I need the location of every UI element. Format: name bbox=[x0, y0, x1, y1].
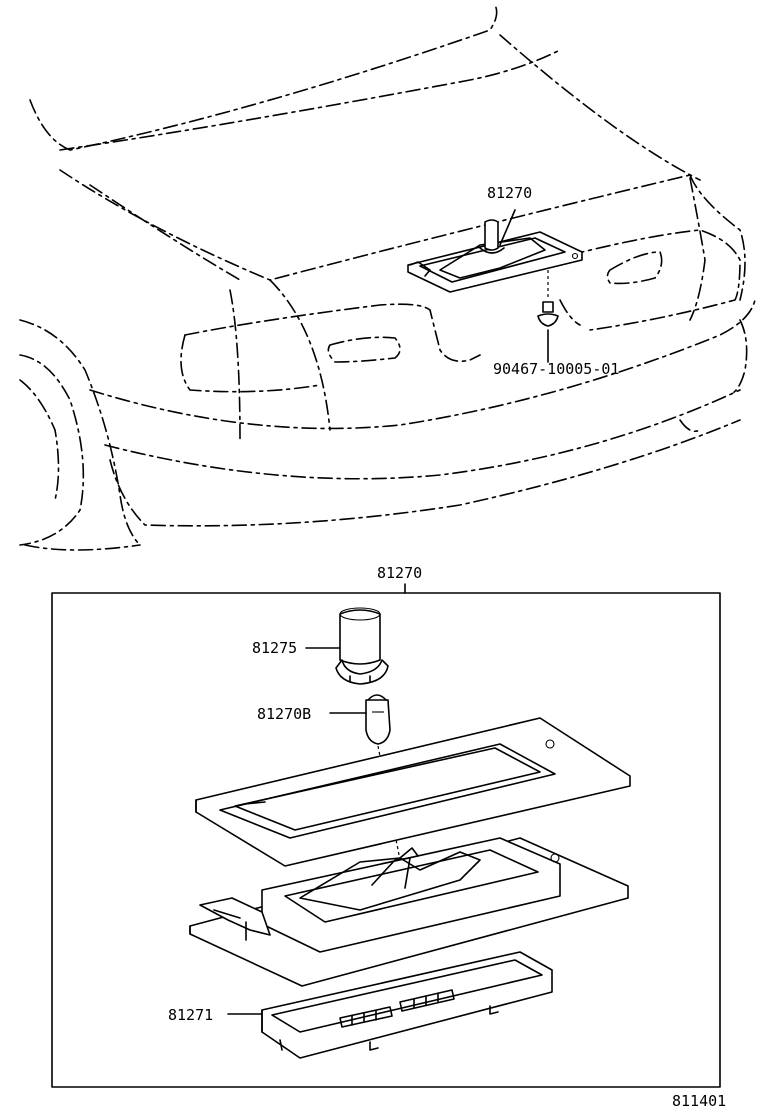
part-label-81275: 81275 bbox=[252, 639, 297, 657]
clip-fastener bbox=[537, 270, 559, 363]
figure-number: 811401 bbox=[672, 1092, 726, 1110]
bulb-socket bbox=[335, 607, 389, 685]
part-label-81270-box: 81270 bbox=[377, 564, 422, 582]
gasket-plate bbox=[195, 717, 631, 867]
detail-frame bbox=[51, 592, 721, 1088]
lamp-housing bbox=[189, 837, 629, 987]
lamp-lens bbox=[261, 951, 553, 1059]
part-label-81270B: 81270B bbox=[257, 705, 311, 723]
license-lamp-installed bbox=[407, 209, 583, 293]
wedge-bulb bbox=[365, 694, 391, 745]
part-label-90467-10005-01: 90467-10005-01 bbox=[493, 360, 619, 378]
vehicle-rear-outline bbox=[19, 4, 756, 551]
part-label-81270-top: 81270 bbox=[487, 184, 532, 202]
part-label-81271: 81271 bbox=[168, 1006, 213, 1024]
